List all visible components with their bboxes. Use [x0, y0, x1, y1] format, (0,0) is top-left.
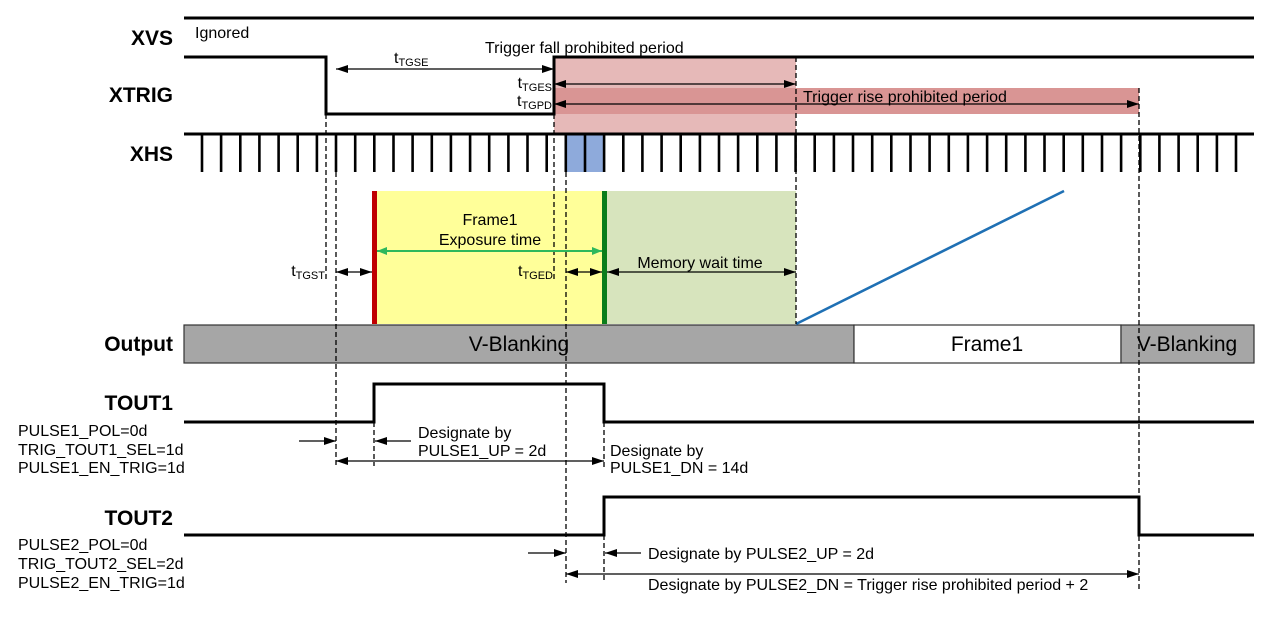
tout2-param: PULSE2_EN_TRIG=1d: [18, 575, 185, 592]
tgse-label: tTGSE: [394, 50, 428, 69]
output-segment-vblank-2: [1120, 324, 1255, 364]
tout2-waveform: [184, 495, 1254, 537]
memory-wait-region: [604, 191, 796, 324]
tout1-waveform: [184, 382, 1254, 424]
tout2-param: PULSE2_POL=0d: [18, 537, 147, 554]
output-segment-label: Frame1: [951, 333, 1023, 356]
xhs-pulse-train: [200, 134, 1238, 172]
output-segment-label: V-Blanking: [1137, 333, 1237, 356]
tout1-param: PULSE1_EN_TRIG=1d: [18, 460, 185, 477]
output-segment-frame1: [853, 324, 1122, 364]
tged-label: tTGED: [518, 263, 553, 282]
output-bar: V-Blanking Frame1 V-Blanking: [183, 324, 1255, 364]
signal-label-xhs: XHS: [130, 143, 173, 166]
readout-ramp-line: [795, 189, 1065, 326]
pulse2-up-annotation: Designate by PULSE2_UP = 2d: [648, 546, 874, 563]
signal-label-tout2: TOUT2: [105, 507, 173, 530]
exposure-end-marker: [602, 191, 607, 324]
exposure-start-marker: [372, 191, 377, 324]
signal-label-xvs: XVS: [131, 27, 173, 50]
pulse1-up-annotation: PULSE1_UP = 2d: [418, 443, 546, 460]
exposure-region: [374, 191, 604, 324]
exposure-time-label: Exposure time: [439, 232, 541, 249]
tout1-param: TRIG_TOUT1_SEL=1d: [18, 442, 184, 459]
pulse1-dn-annotation: PULSE1_DN = 14d: [610, 460, 748, 477]
output-segment-label: V-Blanking: [469, 333, 569, 356]
signal-label-tout1: TOUT1: [105, 392, 174, 415]
tout2-param: TRIG_TOUT2_SEL=2d: [18, 556, 184, 573]
signal-label-xtrig: XTRIG: [109, 84, 173, 107]
pulse1-dn-annotation: Designate by: [610, 443, 703, 460]
output-segment-vblank-1: [183, 324, 855, 364]
tout1-param: PULSE1_POL=0d: [18, 423, 147, 440]
memory-wait-label: Memory wait time: [637, 255, 762, 272]
trigger-fall-prohibited-label: Trigger fall prohibited period: [485, 40, 684, 57]
xvs-ignored-note: Ignored: [195, 25, 249, 42]
trigger-rise-prohibited-label: Trigger rise prohibited period: [803, 89, 1007, 106]
pulse1-up-annotation: Designate by: [418, 425, 511, 442]
xtrig-waveform: [184, 55, 1254, 116]
tges-label: tTGES: [518, 75, 552, 94]
tgst-label: tTGST: [291, 263, 325, 282]
pulse2-dn-annotation: Designate by PULSE2_DN = Trigger rise pr…: [648, 577, 1088, 594]
signal-label-output: Output: [104, 333, 173, 356]
exposure-frame-title: Frame1: [462, 212, 517, 229]
tgpd-label: tTGPD: [517, 93, 552, 112]
